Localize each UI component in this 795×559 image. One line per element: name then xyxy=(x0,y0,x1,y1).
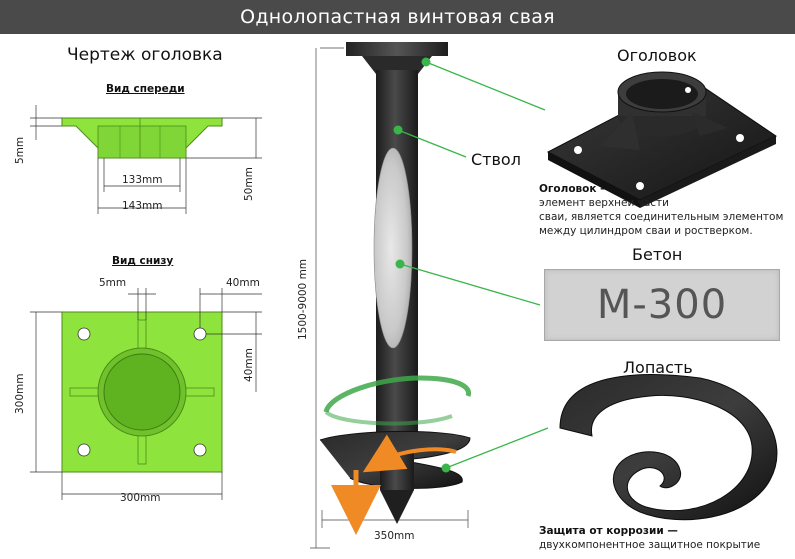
dim-rib: 5mm xyxy=(99,277,127,289)
front-view-label: Вид спереди xyxy=(106,83,185,95)
blade-description: Защита от коррозии — двухкомпонентное за… xyxy=(539,524,789,552)
head-desc-title: Оголовок — xyxy=(539,183,611,195)
head-desc-line-1: элемент верхнеи части xyxy=(539,197,669,209)
dim-thickness: 5mm xyxy=(14,136,26,164)
dim-hole-offset-v: 40mm xyxy=(243,348,255,382)
drawing-heading: Чертеж оголовка xyxy=(67,45,223,65)
concrete-grade-box: М-300 xyxy=(544,269,780,341)
pile-length: 1500-9000 mm xyxy=(297,258,309,340)
blade-diameter: 350mm xyxy=(374,530,415,542)
head-description: Оголовок — элемент верхнеи части сваи, я… xyxy=(539,182,789,238)
head-3d-render xyxy=(546,71,778,208)
pile-drawing xyxy=(310,42,549,549)
head-desc-line-2: сваи, является соединительным элементом xyxy=(539,211,784,223)
trunk-label: Ствол xyxy=(471,150,521,169)
blade-desc-line: двухкомпонентное защитное покрытие xyxy=(539,539,761,551)
dim-outer: 143mm xyxy=(122,200,163,212)
blade-3d-render xyxy=(559,374,778,521)
bottom-view-label: Вид снизу xyxy=(112,255,174,267)
blade-desc-title: Защита от коррозии — xyxy=(539,525,678,537)
dim-side-h: 300mm xyxy=(120,492,161,504)
dim-height: 50mm xyxy=(243,167,255,201)
dim-side-v: 300mm xyxy=(14,373,26,415)
bottom-view-drawing xyxy=(30,288,262,500)
head-desc-line-3: между цилиндром сваи и ростверком. xyxy=(539,225,753,237)
blade-label: Лопасть xyxy=(623,358,693,377)
concrete-label: Бетон xyxy=(632,245,683,264)
head-label: Оголовок xyxy=(617,46,697,65)
dim-inner: 133mm xyxy=(122,174,163,186)
dim-hole-offset-h: 40mm xyxy=(226,277,260,289)
title-banner: Однолопастная винтовая свая xyxy=(0,0,795,34)
front-view-drawing xyxy=(30,105,262,214)
